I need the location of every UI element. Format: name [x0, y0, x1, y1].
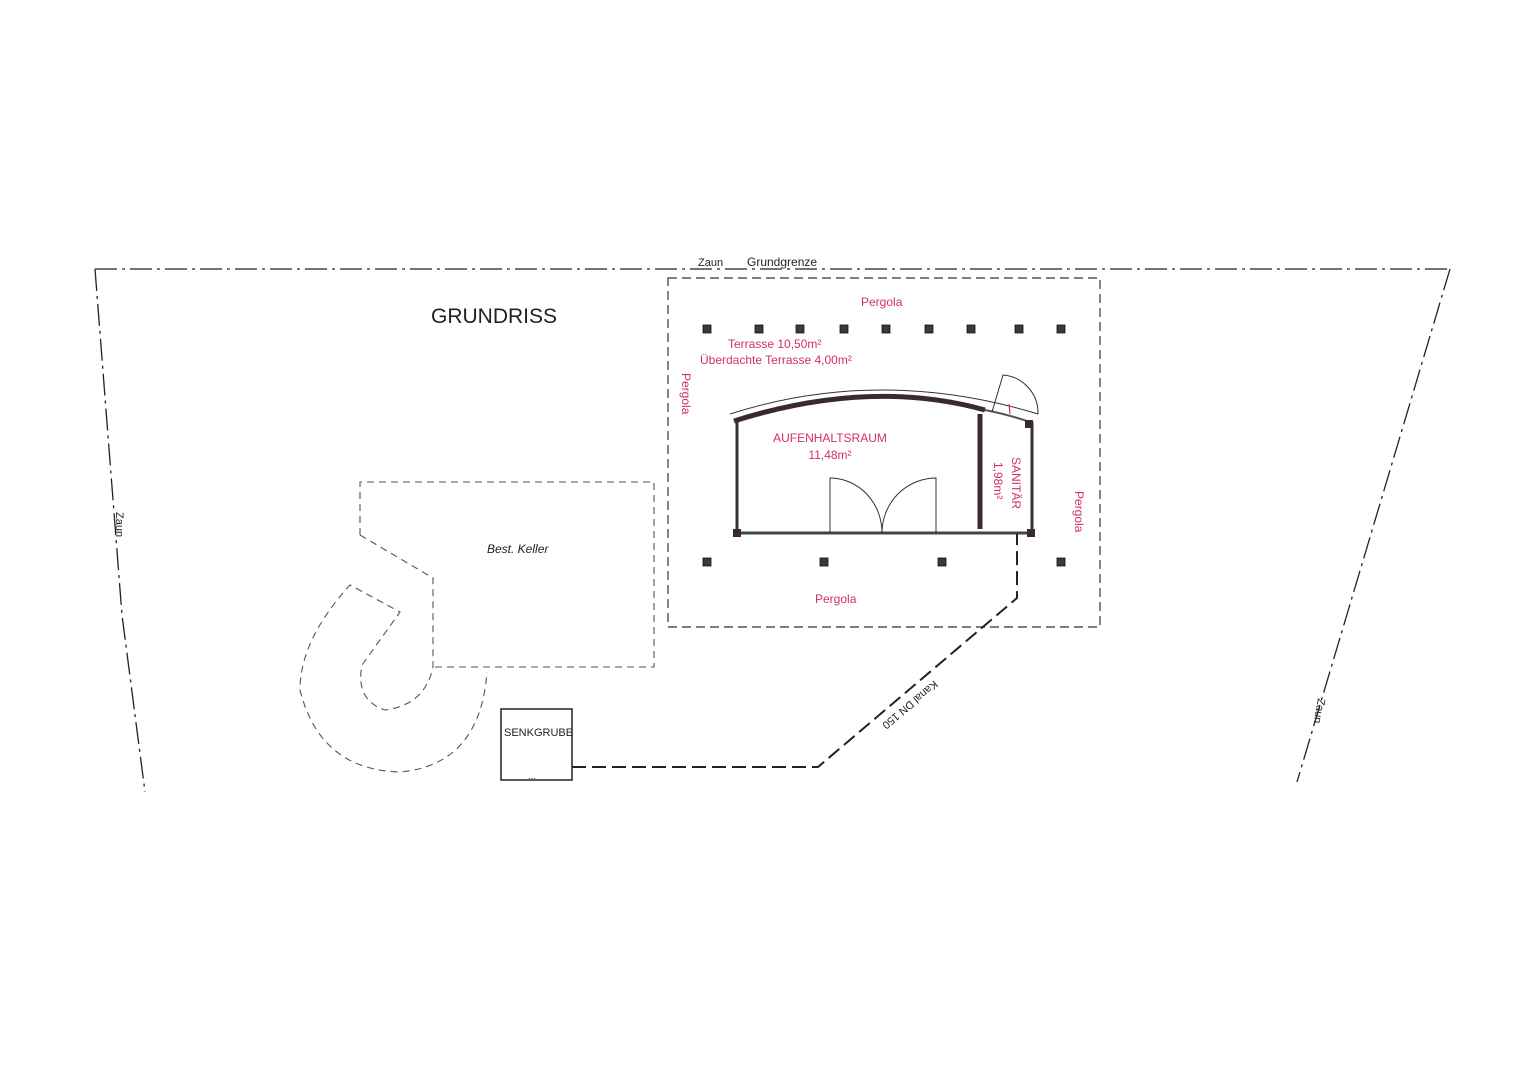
zaun-left-label: Zaun [113, 512, 125, 537]
keller-label: Best. Keller [487, 542, 549, 556]
post [937, 557, 947, 567]
room-area-sanitaer: 1,98m² [991, 462, 1005, 499]
corner [1025, 420, 1033, 428]
post [795, 324, 805, 334]
room-area-aufenthalt: 11,48m² [808, 448, 851, 462]
post [966, 324, 976, 334]
terrace-label: Terrasse 10,50m² [728, 337, 821, 351]
post [1056, 557, 1066, 567]
zaun-top-label: Zaun [698, 257, 723, 269]
property-boundary [94, 268, 1451, 793]
keller-border [359, 481, 655, 668]
roof-outer-line [729, 389, 1039, 415]
pergola-area [667, 277, 1101, 628]
boundary-left [94, 268, 146, 793]
boundary-right [1296, 268, 1451, 783]
room-name-aufenthalt: AUFENHALTSRAUM [773, 431, 887, 445]
post [839, 324, 849, 334]
room-name-sanitaer: SANITÄR [1009, 457, 1023, 509]
pergola-right-label: Pergola [1072, 491, 1086, 533]
plan-title: GRUNDRISS [431, 305, 557, 328]
senkgrube-mark: ... [528, 771, 536, 781]
senkgrube-box [500, 708, 573, 781]
pergola-top-label: Pergola [861, 295, 903, 309]
zaun-right-label: Zaun [1311, 697, 1327, 724]
post [702, 324, 712, 334]
post [924, 324, 934, 334]
kanal-line [572, 534, 1018, 768]
post [754, 324, 764, 334]
corner [733, 529, 741, 537]
door-leaf-left [829, 477, 883, 534]
post [1056, 324, 1066, 334]
door-leaf-right [881, 477, 937, 534]
corner [1027, 529, 1035, 537]
pergola-left-label: Pergola [679, 373, 693, 415]
senkgrube-label: SENKGRUBE [504, 727, 573, 739]
pergola-bottom-label: Pergola [815, 592, 857, 606]
grundgrenze-label: Grundgrenze [747, 255, 817, 269]
post [1014, 324, 1024, 334]
covered-terrace-label: Überdachte Terrasse 4,00m² [700, 353, 852, 367]
post [881, 324, 891, 334]
sanitaer-door [991, 374, 1039, 415]
ramp [299, 534, 488, 773]
door-mark [1008, 403, 1011, 415]
keller-outline [299, 481, 655, 773]
post [702, 557, 712, 567]
post [819, 557, 829, 567]
curved-wall [733, 393, 986, 424]
building [729, 374, 1039, 537]
pergola-posts [702, 324, 1066, 567]
kanal-label: Kanal DN 150 [880, 678, 940, 731]
